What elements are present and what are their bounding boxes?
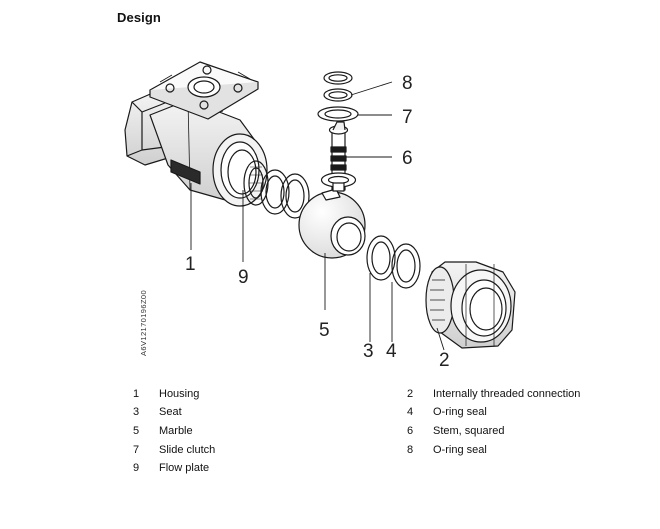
- marble-part: [298, 188, 366, 259]
- document-id: A6V12170196Z00: [139, 290, 148, 356]
- housing-part: [124, 61, 268, 207]
- callout-2: 2: [439, 350, 450, 371]
- slide-clutch-part: [317, 106, 359, 122]
- legend-number: 7: [133, 444, 140, 456]
- callout-5: 5: [319, 320, 330, 341]
- leader-lines: [190, 81, 445, 351]
- exploded-valve-diagram: 8 7 6 1 9 5 3 4 2 A6V12170196Z00: [124, 61, 516, 371]
- legend-label: Slide clutch: [159, 444, 216, 456]
- legend-label: Housing: [159, 388, 200, 400]
- legend-label: Internally threaded connection: [433, 388, 581, 400]
- legend-number: 6: [407, 425, 414, 437]
- callout-8: 8: [402, 73, 413, 94]
- callout-3: 3: [363, 341, 374, 362]
- legend-label: O-ring seal: [433, 444, 487, 456]
- legend-label: Marble: [159, 425, 193, 437]
- legend-number: 8: [407, 444, 414, 456]
- legend-label: Flow plate: [159, 462, 210, 474]
- threaded-connection-part: [425, 261, 516, 349]
- callout-1: 1: [185, 254, 196, 275]
- legend-number: 5: [133, 425, 140, 437]
- legend-number: 1: [133, 388, 140, 400]
- legend-label: O-ring seal: [433, 406, 487, 418]
- legend-label: Stem, squared: [433, 425, 505, 437]
- upper-o-rings: [323, 71, 353, 102]
- callout-6: 6: [402, 148, 413, 169]
- legend-number: 9: [133, 462, 140, 474]
- right-seat-rings: [366, 235, 421, 289]
- section-heading: Design: [117, 10, 161, 25]
- callout-7: 7: [402, 107, 413, 128]
- stem-part: [320, 121, 357, 192]
- legend-number: 4: [407, 406, 414, 418]
- legend-number: 3: [133, 406, 140, 418]
- left-seat-rings: [260, 169, 310, 219]
- callout-9: 9: [238, 267, 249, 288]
- legend-label: Seat: [159, 406, 182, 418]
- callout-4: 4: [386, 341, 397, 362]
- legend-number: 2: [407, 388, 414, 400]
